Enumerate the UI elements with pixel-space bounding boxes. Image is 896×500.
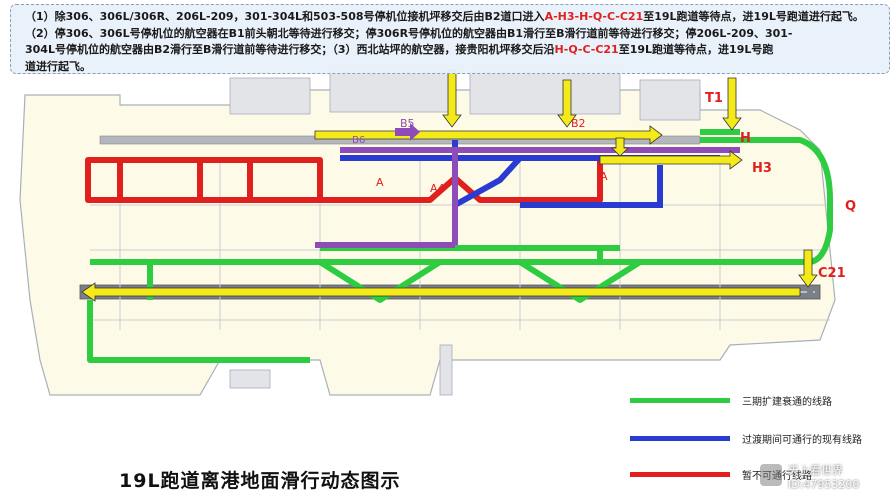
apron-block <box>229 77 311 115</box>
instruction-note: （1）除306、306L/306R、206L-209，301-304L和503-… <box>10 4 890 74</box>
apron-block <box>439 344 453 396</box>
watermark-line-2: ID:47953200 <box>788 478 860 491</box>
watermark: 天上看世界 ID:47953200 <box>760 460 890 500</box>
diagram-title: 19L跑道离港地面滑行动态图示 <box>119 470 401 492</box>
legend-line-blue <box>630 436 730 441</box>
label-h3: H3 <box>752 161 772 176</box>
label-a-right: A <box>600 170 608 183</box>
legend-label-blue: 过渡期间可通行的现有线路 <box>742 435 862 446</box>
label-b5: B5 <box>400 117 415 130</box>
apron-block <box>329 71 451 113</box>
apron-block <box>229 369 271 389</box>
note-line-1: （1）除306、306L/306R、206L-209，301-304L和503-… <box>25 10 864 23</box>
note-route-1: A-H3-H-Q-C-C21 <box>544 10 644 23</box>
legend-label-green: 三期扩建衰通的线路 <box>742 397 832 408</box>
note-line-4: 道进行起飞。 <box>25 59 91 73</box>
legend-line-red <box>630 472 730 477</box>
label-q: Q <box>845 199 856 214</box>
note-route-2: H-Q-C-C21 <box>554 43 619 56</box>
label-b6: B6 <box>352 135 365 146</box>
label-a-left: A <box>376 176 384 189</box>
label-a4: A4 <box>430 182 445 195</box>
purple-arrow <box>395 123 420 141</box>
label-b2: B2 <box>571 117 586 130</box>
red-route <box>85 157 603 203</box>
note-line-3: 304L号停机位的航空器由B2滑行至B滑行道前等待进行移交；（3）西北站坪的航空… <box>25 43 774 56</box>
note-line-2: （2）停306、306L号停机位的航空器在B1前头朝北等待进行移交；停306R号… <box>25 26 793 40</box>
label-h: H <box>740 131 751 146</box>
apron-block <box>639 79 701 121</box>
purple-route <box>315 147 740 248</box>
apron-block <box>469 71 621 115</box>
watermark-logo-icon <box>760 464 782 486</box>
yellow-arrows <box>81 69 818 302</box>
watermark-line-1: 天上看世界 <box>788 464 843 477</box>
label-c21: C21 <box>818 266 846 281</box>
legend-line-green <box>630 398 730 403</box>
label-t1: T1 <box>705 91 723 106</box>
